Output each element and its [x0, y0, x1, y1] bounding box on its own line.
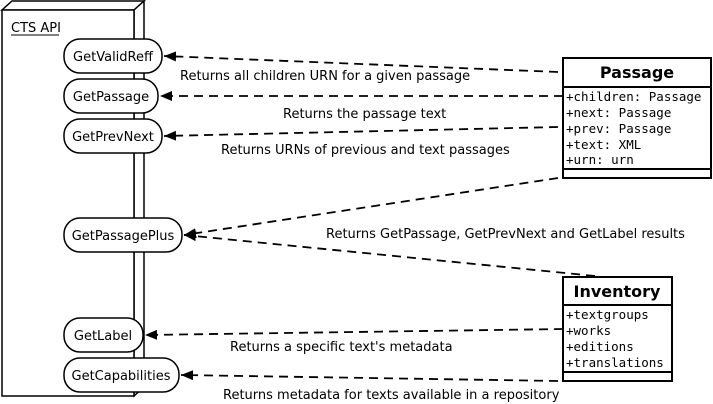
inventory-attr: +works	[566, 323, 611, 338]
edge-label-getpassageplus: Returns GetPassage, GetPrevNext and GetL…	[326, 227, 685, 242]
edge-label-getlabel: Returns a specific text's metadata	[230, 340, 453, 355]
passage-attr: +prev: Passage	[566, 121, 671, 136]
op-getpassageplus[interactable]: GetPassagePlus	[63, 217, 183, 253]
edge-getlabel	[144, 328, 564, 340]
op-getprevnext-label: GetPrevNext	[72, 130, 154, 145]
operations: GetValidReff GetPassage GetPrevNext GetP…	[63, 38, 183, 393]
class-inventory: Inventory +textgroups +works +editions +…	[562, 276, 673, 382]
inventory-attr: +translations	[566, 355, 664, 370]
edge-labels: Returns all children URN for a given pas…	[180, 69, 685, 403]
op-getvalidreff-label: GetValidReff	[73, 50, 154, 65]
op-getpassage[interactable]: GetPassage	[63, 78, 159, 114]
passage-attr: +children: Passage	[566, 89, 701, 104]
op-getlabel-label: GetLabel	[74, 329, 132, 344]
passage-attr: +urn: urn	[566, 152, 634, 167]
op-getpassage-label: GetPassage	[73, 90, 149, 105]
passage-attr: +text: XML	[566, 137, 641, 152]
inventory-attr: +editions	[566, 339, 634, 354]
inventory-attr: +textgroups	[566, 307, 649, 322]
class-inventory-title: Inventory	[574, 282, 662, 301]
op-getpassageplus-label: GetPassagePlus	[72, 229, 175, 244]
edge-getprevnext	[163, 126, 559, 141]
op-getvalidreff[interactable]: GetValidReff	[63, 38, 163, 74]
class-passage: Passage +children: Passage +next: Passag…	[562, 57, 712, 179]
op-getlabel[interactable]: GetLabel	[63, 317, 144, 353]
passage-attr: +next: Passage	[566, 105, 671, 120]
class-passage-title: Passage	[600, 63, 674, 82]
edge-getcapabilities	[180, 370, 559, 382]
op-getcapabilities-label: GetCapabilities	[72, 369, 171, 384]
edge-passageplus-passage	[183, 177, 559, 239]
edges	[144, 51, 596, 382]
edge-label-getprevnext: Returns URNs of previous and text passag…	[221, 143, 510, 158]
edge-passageplus-inventory	[183, 231, 596, 277]
node-label: CTS API	[11, 21, 61, 36]
edge-label-getvalidreff: Returns all children URN for a given pas…	[180, 69, 470, 84]
edge-getvalidreff	[163, 51, 559, 73]
edge-label-getcapabilities: Returns metadata for texts available in …	[223, 388, 560, 403]
op-getcapabilities[interactable]: GetCapabilities	[63, 357, 180, 393]
edge-label-getpassage: Returns the passage text	[283, 107, 446, 122]
op-getprevnext[interactable]: GetPrevNext	[63, 118, 163, 154]
